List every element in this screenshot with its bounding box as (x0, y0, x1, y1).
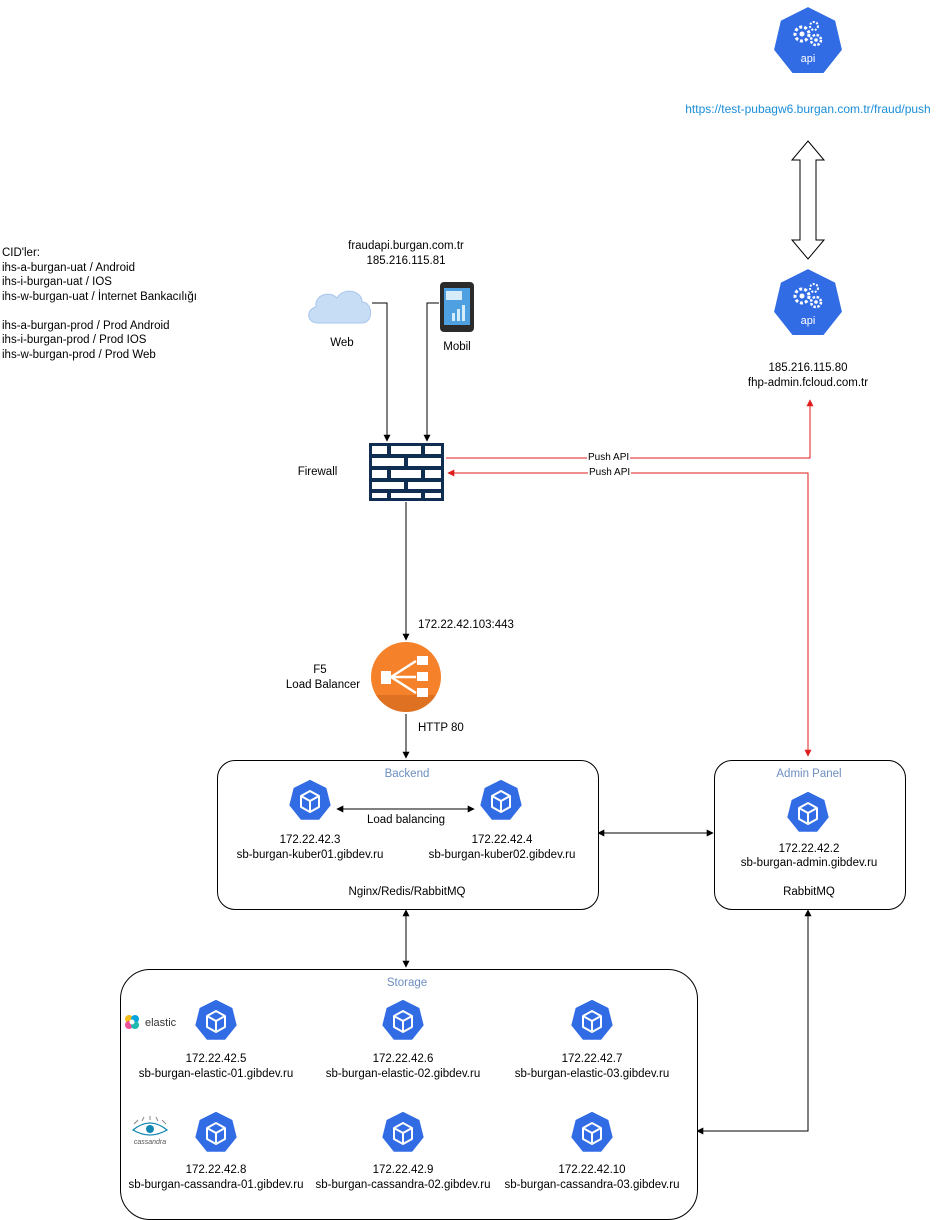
web-label: Web (330, 337, 354, 349)
f5-ingress-address: 172.22.42.103:443 (418, 619, 514, 631)
fhp-api-ip: 185.216.115.80 (768, 362, 848, 374)
f5-label-line1: F5 (313, 664, 327, 676)
admin-footer: RabbitMQ (783, 886, 835, 898)
cid-line: ihs-a-burgan-prod / Prod Android (2, 319, 170, 332)
admin-node-host: sb-burgan-admin.gibdev.ru (740, 857, 878, 869)
firewall-label: Firewall (297, 466, 338, 478)
f5-egress-protocol: HTTP 80 (418, 722, 464, 734)
elastic-node1-ip: 172.22.42.5 (185, 1053, 247, 1065)
fraud-api-ip: 185.216.115.81 (366, 255, 446, 267)
cassandra-node2-host: sb-burgan-cassandra-02.gibdev.ru (315, 1179, 491, 1191)
backend-node2-ip: 172.22.42.4 (471, 834, 533, 846)
cid-note: CID'ler: ihs-a-burgan-uat / Android ihs-… (2, 246, 197, 362)
elastic-node3-host: sb-burgan-elastic-03.gibdev.ru (514, 1068, 670, 1080)
admin-node-ip: 172.22.42.2 (778, 843, 840, 855)
web-to-firewall-connector (372, 302, 391, 442)
cassandra-node3-ip: 172.22.42.10 (558, 1164, 626, 1176)
cid-line: ihs-i-burgan-uat / IOS (2, 276, 112, 288)
fhp-api-host: fhp-admin.fcloud.com.tr (747, 377, 869, 389)
push-api-firewall-to-fhp-connector (446, 399, 814, 459)
f5-label-line2: Load Balancer (285, 679, 361, 691)
cassandra-node1-host: sb-burgan-cassandra-01.gibdev.ru (128, 1179, 304, 1191)
storage-title: Storage (386, 977, 428, 989)
cid-line (2, 304, 197, 319)
cassandra-node3-host: sb-burgan-cassandra-03.gibdev.ru (504, 1179, 680, 1191)
backend-node1-ip: 172.22.42.3 (279, 834, 341, 846)
elastic-node2-ip: 172.22.42.6 (372, 1053, 434, 1065)
backend-footer: Nginx/Redis/RabbitMQ (348, 886, 466, 898)
cassandra-node2-ip: 172.22.42.9 (372, 1164, 434, 1176)
elastic-node3-ip: 172.22.42.7 (561, 1053, 623, 1065)
backend-node1-host: sb-burgan-kuber01.gibdev.ru (236, 849, 384, 861)
admin-storage-connector (696, 909, 812, 1135)
mobil-to-firewall-connector (423, 302, 439, 442)
backend-group (217, 760, 599, 910)
cid-line: ihs-w-burgan-prod / Prod Web (2, 348, 156, 361)
load-balancing-label: Load balancing (366, 814, 445, 826)
cid-line: ihs-i-burgan-prod / Prod IOS (2, 334, 147, 346)
cid-line: ihs-w-burgan-uat / İnternet Bankacılığı (2, 290, 197, 303)
backend-title: Backend (384, 768, 430, 780)
fraud-api-host: fraudapi.burgan.com.tr (348, 240, 464, 252)
cid-line: ihs-a-burgan-uat / Android (2, 261, 135, 274)
push-api-label-2: Push API (588, 467, 632, 478)
bidirectional-hollow-arrow (790, 140, 826, 260)
push-api-label-1: Push API (587, 452, 631, 463)
cid-note-title: CID'ler: (2, 247, 40, 259)
elastic-node1-host: sb-burgan-elastic-01.gibdev.ru (138, 1068, 294, 1080)
backend-node2-host: sb-burgan-kuber02.gibdev.ru (428, 849, 576, 861)
admin-panel-title: Admin Panel (776, 768, 842, 780)
elastic-node2-host: sb-burgan-elastic-02.gibdev.ru (325, 1068, 481, 1080)
admin-panel-group (714, 760, 906, 910)
push-endpoint-url[interactable]: https://test-pubagw6.burgan.com.tr/fraud… (685, 102, 931, 116)
push-api-admin-to-firewall-connector (447, 469, 812, 757)
cassandra-node1-ip: 172.22.42.8 (185, 1164, 247, 1176)
mobil-label: Mobil (443, 341, 471, 353)
